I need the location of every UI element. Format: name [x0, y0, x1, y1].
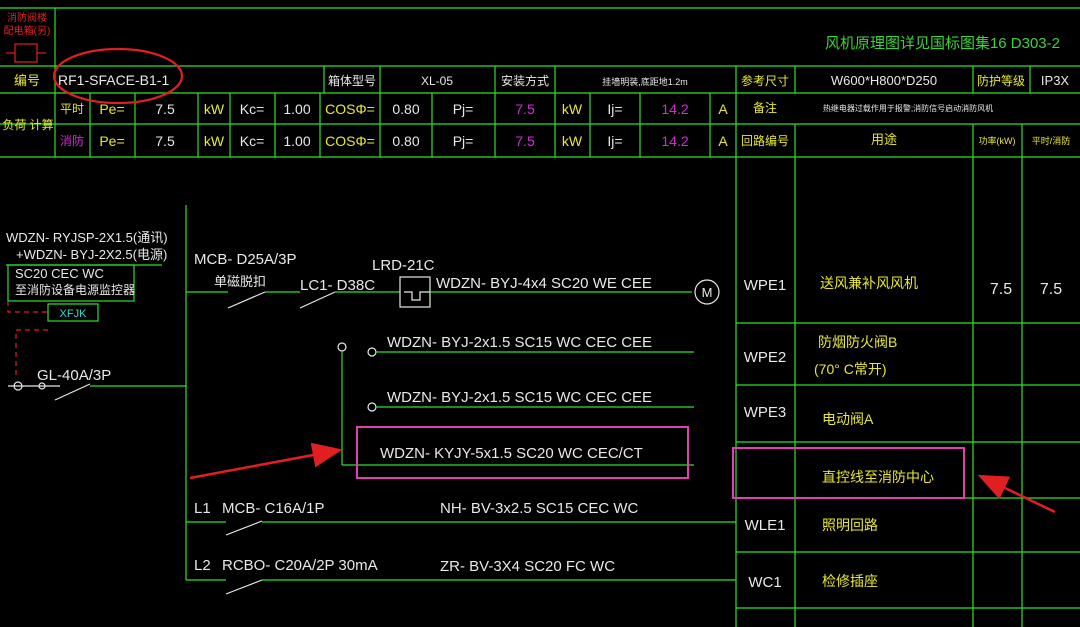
svg-text:NH- BV-3x2.5 SC15 CEC WC: NH- BV-3x2.5 SC15 CEC WC — [440, 500, 639, 517]
table-grid — [0, 7, 1080, 627]
svg-text:MCB- C16A/1P: MCB- C16A/1P — [222, 500, 325, 517]
fire-distribution-box-symbol: 消防阀楼 配电箱(另) — [4, 11, 51, 63]
box-id-annotation-circle — [52, 47, 184, 105]
svg-text:Ij=: Ij= — [607, 133, 622, 149]
fire-box-label-2: 配电箱(另) — [4, 24, 51, 37]
load-row-fire: 消防 Pe= 7.5 kW Kc= 1.00 COSΦ= 0.80 Pj= 7.… — [60, 132, 1070, 149]
svg-text:WDZN- BYJ-2x1.5 SC15 WC CEC: WDZN- BYJ-2x1.5 SC15 WC CEC CEE — [387, 334, 652, 351]
svg-text:0.80: 0.80 — [392, 101, 419, 117]
svg-text:7.5: 7.5 — [1040, 281, 1062, 298]
motor-symbol: M — [702, 285, 713, 300]
fire-box-label-1: 消防阀楼 — [7, 11, 47, 24]
ref-size: W600*H800*D250 — [831, 73, 937, 88]
svg-text:L1: L1 — [194, 500, 211, 517]
svg-text:电动阀A: 电动阀A — [822, 411, 874, 427]
monitor-box: XFJK — [60, 308, 88, 320]
svg-text:WPE1: WPE1 — [744, 277, 787, 294]
svg-text:功率(kW): 功率(kW) — [979, 135, 1016, 146]
protection-level: IP3X — [1041, 73, 1070, 88]
svg-text:L2: L2 — [194, 557, 211, 574]
svg-text:7.5: 7.5 — [990, 281, 1012, 298]
label-install: 安装方式 — [501, 73, 549, 88]
svg-text:平时/消防: 平时/消防 — [1032, 135, 1071, 146]
svg-text:用途: 用途 — [871, 132, 897, 147]
svg-text:kW: kW — [204, 133, 225, 149]
svg-text:备注: 备注 — [753, 100, 777, 115]
annotation-arrow-left — [189, 442, 343, 480]
label-number: 编号 — [14, 73, 40, 88]
install-method: 挂墙明装,底距地1.2m — [602, 76, 688, 87]
svg-text:WPE3: WPE3 — [744, 404, 787, 421]
svg-text:Pj=: Pj= — [453, 101, 474, 117]
svg-text:1.00: 1.00 — [283, 101, 310, 117]
socket-circuit: L2 RCBO- C20A/2P 30mA ZR- BV-3X4 SC20 FC… — [186, 557, 736, 595]
svg-text:14.2: 14.2 — [661, 101, 688, 117]
incoming-feeder: WDZN- RYJSP-2X1.5(通讯) +WDZN- BYJ-2X2.5(电… — [6, 230, 186, 401]
highlight-box-cable — [356, 426, 689, 479]
svg-text:COSΦ=: COSΦ= — [325, 133, 375, 149]
svg-text:7.5: 7.5 — [155, 133, 175, 149]
svg-text:消防: 消防 — [60, 133, 84, 148]
svg-text:1.00: 1.00 — [283, 133, 310, 149]
svg-text:平时: 平时 — [60, 102, 84, 116]
label-protection: 防护等级 — [977, 73, 1025, 88]
svg-text:Pe=: Pe= — [99, 101, 124, 117]
svg-text:WLE1: WLE1 — [745, 517, 786, 534]
load-calc-label: 负荷 计算 — [2, 117, 53, 132]
svg-text:COSΦ=: COSΦ= — [325, 101, 375, 117]
svg-text:防烟防火阀B: 防烟防火阀B — [818, 334, 897, 350]
lighting-circuit: L1 MCB- C16A/1P NH- BV-3x2.5 SC15 CEC WC — [186, 500, 736, 536]
annotation-arrow-right — [977, 474, 1056, 514]
load-row-normal: 平时 Pe= 7.5 kW Kc= 1.00 COSΦ= 0.80 Pj= 7.… — [60, 100, 993, 117]
direct-control-cable: WDZN- KYJY-5x1.5 SC20 WC CEC/CT — [380, 445, 643, 462]
svg-text:14.2: 14.2 — [661, 133, 688, 149]
svg-text:Pe=: Pe= — [99, 133, 124, 149]
svg-text:(70° C常开): (70° C常开) — [814, 361, 887, 377]
svg-text:WDZN- BYJ-2x1.5 SC15 WC CEC: WDZN- BYJ-2x1.5 SC15 WC CEC CEE — [387, 389, 652, 406]
svg-text:7.5: 7.5 — [515, 101, 535, 117]
svg-text:7.5: 7.5 — [515, 133, 535, 149]
svg-text:A: A — [718, 133, 728, 149]
svg-text:WPE2: WPE2 — [744, 349, 787, 366]
svg-text:Kc=: Kc= — [240, 133, 265, 149]
svg-text:Pj=: Pj= — [453, 133, 474, 149]
motor-circuit: MCB- D25A/3P 单磁脱扣 LC1- D38C LRD-21C WDZN… — [186, 251, 720, 309]
svg-text:WDZN- BYJ-4x4 SC20 WE CEE: WDZN- BYJ-4x4 SC20 WE CEE — [436, 275, 652, 292]
svg-text:检修插座: 检修插座 — [822, 573, 878, 589]
svg-text:LC1- D38C: LC1- D38C — [300, 277, 375, 294]
svg-text:A: A — [718, 101, 728, 117]
incoming-cable-1: WDZN- RYJSP-2X1.5(通讯) — [6, 230, 168, 245]
circuit-table: WPE1 送风兼补风风机 7.5 7.5 WPE2 防烟防火阀B (70° C常… — [732, 275, 1062, 591]
highlight-box-table — [732, 447, 965, 499]
svg-text:LRD-21C: LRD-21C — [372, 257, 435, 274]
svg-text:kW: kW — [562, 133, 583, 149]
svg-text:热继电器过载作用于报警;消防信号启动消防风机: 热继电器过载作用于报警;消防信号启动消防风机 — [823, 103, 993, 113]
svg-text:Ij=: Ij= — [607, 101, 622, 117]
svg-text:送风兼补风风机: 送风兼补风风机 — [820, 275, 918, 291]
svg-text:直控线至消防中心: 直控线至消防中心 — [822, 469, 934, 485]
svg-text:Kc=: Kc= — [240, 101, 265, 117]
svg-text:kW: kW — [562, 101, 583, 117]
incoming-cable-2: +WDZN- BYJ-2X2.5(电源) — [16, 247, 167, 262]
svg-text:7.5: 7.5 — [155, 101, 175, 117]
label-box-model: 箱体型号 — [328, 73, 376, 88]
svg-text:回路编号: 回路编号 — [741, 133, 789, 148]
svg-text:照明回路: 照明回路 — [822, 517, 878, 533]
box-id: RF1-SFACE-B1-1 — [58, 72, 169, 88]
label-ref-size: 参考尺寸 — [741, 73, 789, 88]
main-switch: GL-40A/3P — [37, 367, 111, 384]
box-model: XL-05 — [421, 74, 453, 88]
incoming-to: 至消防设备电源监控器 — [15, 282, 135, 297]
svg-text:kW: kW — [204, 101, 225, 117]
svg-text:RCBO- C20A/2P 30mA: RCBO- C20A/2P 30mA — [222, 557, 378, 574]
incoming-conduit: SC20 CEC WC — [15, 266, 104, 281]
svg-text:单磁脱扣: 单磁脱扣 — [214, 274, 266, 289]
svg-text:0.80: 0.80 — [392, 133, 419, 149]
control-circuits: WDZN- BYJ-2x1.5 SC15 WC CEC CEE WDZN- BY… — [337, 334, 694, 479]
drawing-note: 风机原理图详见国标图集16 D303-2 — [825, 35, 1060, 52]
svg-text:ZR- BV-3X4 SC20 FC WC: ZR- BV-3X4 SC20 FC WC — [440, 558, 615, 575]
svg-text:WC1: WC1 — [748, 574, 781, 591]
svg-text:MCB- D25A/3P: MCB- D25A/3P — [194, 251, 297, 268]
